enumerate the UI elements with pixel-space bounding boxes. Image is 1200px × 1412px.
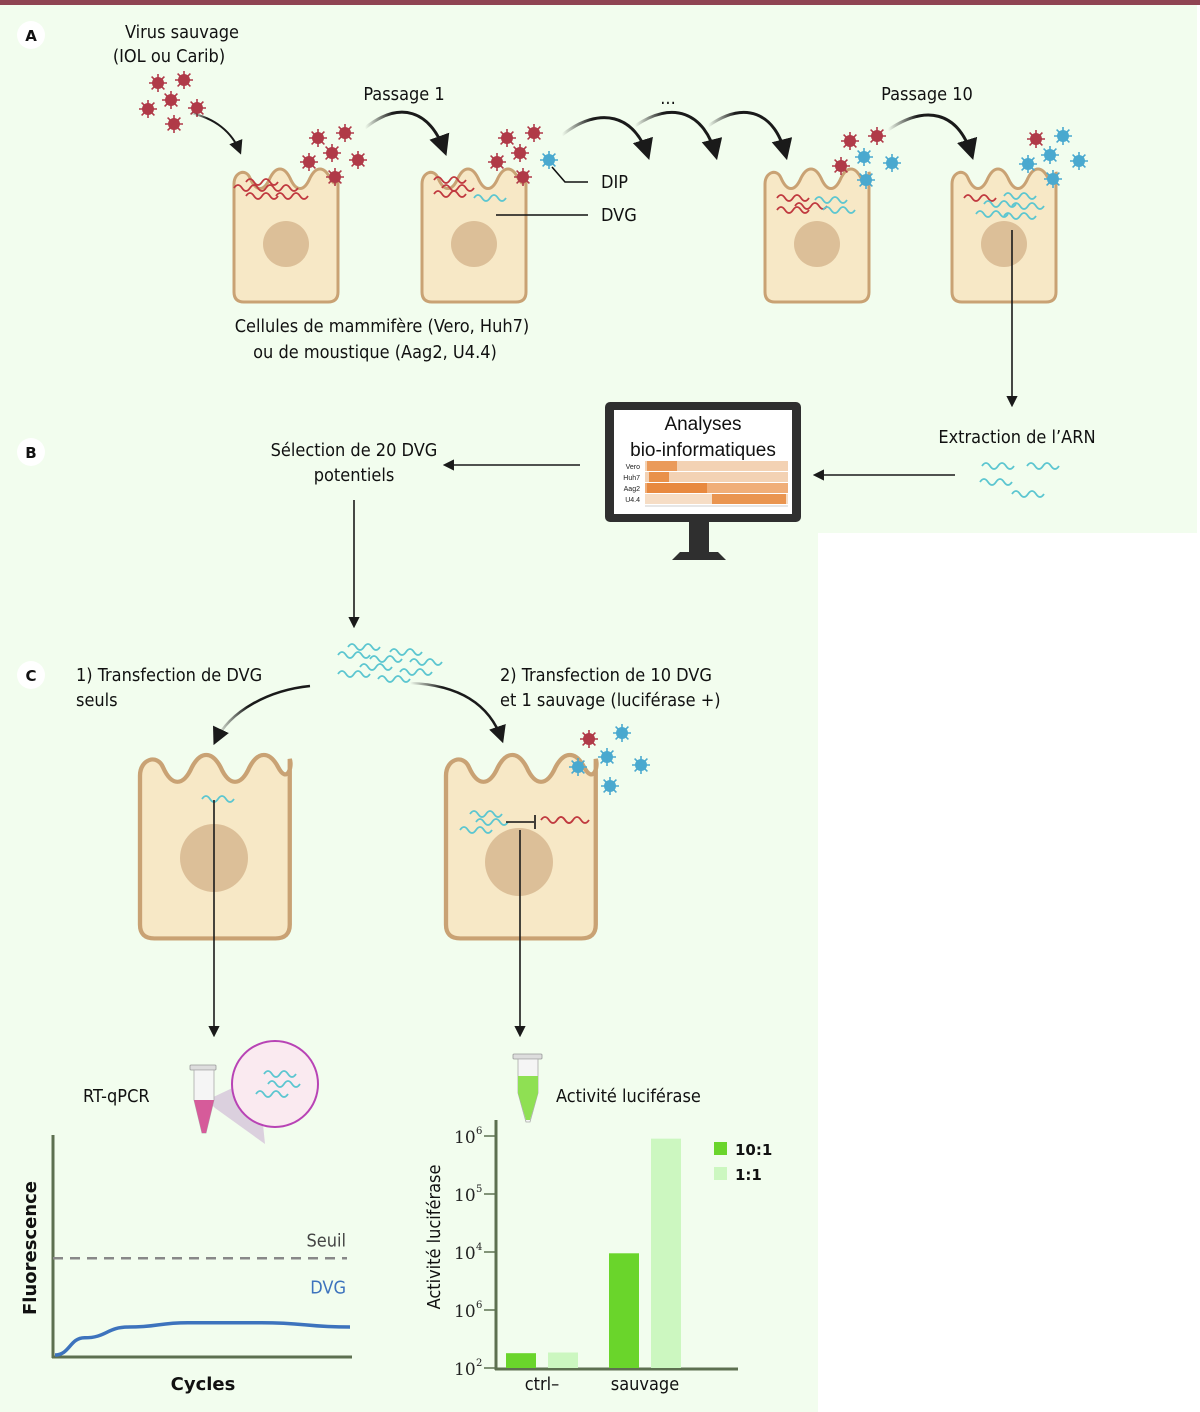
bar-category-label: ctrl– (525, 1374, 560, 1395)
nucleus-icon (794, 221, 840, 267)
wild-virus-cluster-icon (138, 70, 207, 134)
panel-badge-b: B (17, 438, 45, 466)
legend-label-1-1: 1:1 (735, 1166, 762, 1184)
qpcr-chart: Seuil DVG Cycles Fluorescence (20, 1135, 352, 1395)
screen-title-line2: bio-informatiques (630, 440, 776, 461)
step2-label-line1: 2) Transfection de 10 DVG (500, 665, 712, 686)
bar-y-tick-exponent: 6 (476, 1300, 482, 1311)
bar-category-label: sauvage (611, 1374, 679, 1395)
bar-y-tick-label: 10 (454, 1186, 476, 1206)
dip-label: DIP (601, 172, 628, 193)
passage1-arrow (364, 110, 450, 156)
cell-passage10 (950, 167, 1059, 304)
nucleus-icon (263, 221, 309, 267)
bar-y-tick-exponent: 6 (476, 1126, 482, 1137)
dip-pointer-line (551, 166, 588, 183)
svg-text:B: B (25, 444, 36, 462)
heatmap-thumbnail: Vero Huh7 Aag2 U4.4 (623, 461, 788, 507)
computer-monitor-icon: Analyses bio-informatiques Vero Huh7 Aag… (605, 402, 801, 560)
cell-initial (232, 167, 341, 304)
screen-title-line1: Analyses (664, 414, 741, 435)
pcr-tube-icon (189, 1040, 319, 1144)
nucleus-icon (485, 828, 553, 896)
bar-y-label: Activité luciférase (424, 1165, 445, 1310)
qpcr-dvg-curve (54, 1320, 351, 1357)
bar-y-tick-exponent: 5 (476, 1184, 482, 1195)
rtqpcr-label: RT-qPCR (83, 1086, 150, 1107)
luciferase-label: Activité luciférase (556, 1086, 701, 1107)
cells-label-line2: ou de moustique (Aag2, U4.4) (253, 342, 497, 363)
selected-dvg-icon (337, 643, 443, 683)
infection-arrow (189, 112, 243, 155)
passage10-arrow (887, 113, 978, 161)
inhibition-icon (506, 815, 536, 829)
svg-text:Vero: Vero (626, 464, 641, 471)
selection-label-line1: Sélection de 20 DVG (271, 440, 438, 461)
legend-swatch-1-1 (714, 1167, 727, 1180)
bar-y-tick-exponent: 2 (476, 1358, 482, 1369)
qpcr-x-label: Cycles (171, 1374, 236, 1395)
selection-label-line2: potentiels (314, 465, 395, 486)
step2-label-line2: et 1 sauvage (luciférase +) (500, 690, 721, 711)
bar-1-1-sauvage (651, 1138, 681, 1368)
svg-text:Huh7: Huh7 (623, 475, 640, 482)
luciferase-tube-icon (512, 1053, 543, 1123)
svg-text:U4.4: U4.4 (625, 497, 640, 504)
panel-badge-c: C (17, 661, 45, 689)
bar-y-tick-label: 10 (454, 1128, 476, 1148)
step1-label-line2: seuls (76, 690, 118, 711)
bar-y-tick-label: 10 (454, 1360, 476, 1380)
cell-passage-n (763, 167, 872, 304)
extraction-label: Extraction de l’ARN (938, 427, 1095, 448)
passage-arrow-4 (707, 110, 793, 161)
passage1-label: Passage 1 (363, 84, 444, 105)
qpcr-threshold-label: Seuil (306, 1230, 346, 1251)
svg-text:C: C (25, 667, 36, 685)
bar-10-1-ctrl (506, 1353, 536, 1368)
svg-text:A: A (25, 27, 37, 45)
bar-1-1-ctrl (548, 1352, 578, 1368)
top-border (0, 0, 1200, 5)
panel-badge-a: A (17, 21, 45, 49)
legend-label-10-1: 10:1 (735, 1141, 772, 1159)
passage-arrow-2 (561, 116, 653, 161)
qpcr-y-label: Fluorescence (20, 1181, 41, 1315)
extracted-rna-icon (979, 462, 1060, 498)
cells-label-line1: Cellules de mammifère (Vero, Huh7) (235, 316, 530, 337)
ellipsis-label: ... (660, 88, 675, 109)
step1-label-line1: 1) Transfection de DVG (76, 665, 262, 686)
dvg-label: DVG (601, 205, 637, 226)
cell-passage1 (420, 167, 529, 304)
bar-y-tick-label: 10 (454, 1244, 476, 1264)
nucleus-icon (981, 221, 1027, 267)
legend-swatch-10-1 (714, 1142, 727, 1155)
bar-10-1-sauvage (609, 1253, 639, 1368)
passage-arrow-3 (634, 110, 723, 161)
bar-y-tick-label: 10 (454, 1302, 476, 1322)
wild-virus-label-line1: Virus sauvage (125, 22, 239, 43)
bar-y-tick-exponent: 4 (476, 1242, 482, 1253)
passage10-label: Passage 10 (881, 84, 973, 105)
svg-text:Aag2: Aag2 (624, 486, 640, 493)
step2-arrow (409, 681, 506, 744)
qpcr-series-label: DVG (310, 1277, 346, 1298)
wild-virus-label-line2: (IOL ou Carib) (113, 46, 225, 67)
step1-arrow (213, 684, 311, 746)
nucleus-icon (451, 221, 497, 267)
bar-legend: 10:1 1:1 (714, 1141, 772, 1184)
